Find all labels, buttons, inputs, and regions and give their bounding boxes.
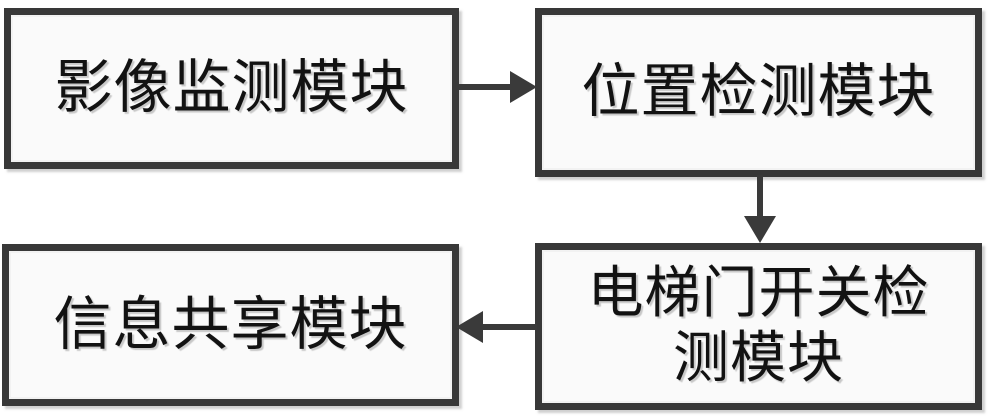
node-info-share[interactable]: 信息共享模块	[2, 244, 459, 406]
node-image-monitoring-label: 影像监测模块	[54, 55, 409, 121]
arrowhead-left-icon	[456, 311, 483, 343]
node-image-monitoring[interactable]: 影像监测模块	[4, 8, 459, 169]
connector-line	[459, 84, 514, 90]
arrowhead-down-icon	[744, 216, 776, 243]
node-position-detect-label: 位置检测模块	[581, 59, 936, 125]
node-door-detect-label: 电梯门开关检 测模块	[587, 262, 930, 390]
node-info-share-label: 信息共享模块	[53, 291, 408, 357]
node-door-detect[interactable]: 电梯门开关检 测模块	[535, 243, 982, 410]
arrowhead-right-icon	[510, 71, 537, 103]
node-position-detect[interactable]: 位置检测模块	[535, 8, 982, 177]
node-position-detect-inner: 位置检测模块	[542, 15, 975, 170]
node-info-share-inner: 信息共享模块	[9, 251, 452, 399]
node-door-detect-inner: 电梯门开关检 测模块	[542, 250, 975, 403]
node-image-monitoring-inner: 影像监测模块	[11, 15, 452, 162]
connector-line	[757, 175, 763, 223]
connector-line	[481, 324, 537, 330]
